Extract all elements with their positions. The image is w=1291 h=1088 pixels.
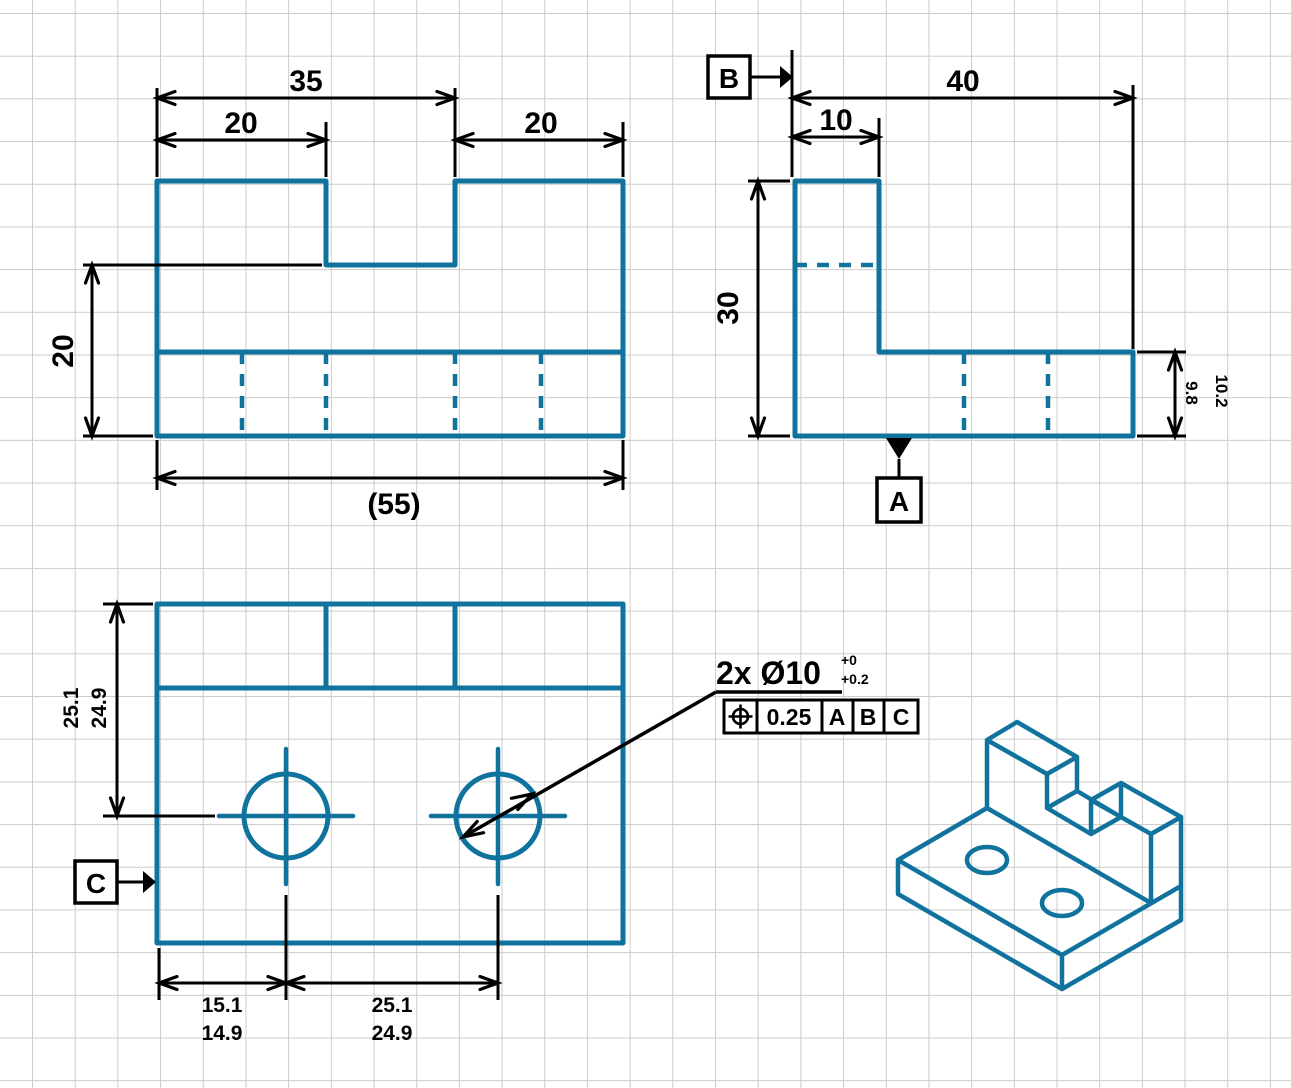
datum-triangle-icon bbox=[780, 66, 793, 88]
callout-label: 2x Ø10 bbox=[716, 655, 821, 691]
side-view-dimensions: 40 10 30 9.8 10.2 bbox=[712, 50, 1231, 441]
top-view-holes bbox=[216, 746, 568, 887]
iso-hole-1 bbox=[964, 844, 1010, 876]
datum-a-box bbox=[875, 476, 923, 524]
callout-tol-lower: +0.2 bbox=[841, 671, 869, 687]
datum-triangle-icon bbox=[886, 438, 912, 459]
fcf-tolerance: 0.25 bbox=[767, 704, 812, 730]
dim-label-top-width: 35 bbox=[289, 65, 322, 98]
front-view-hidden-hole-lines bbox=[239, 352, 544, 436]
callout-leader bbox=[462, 690, 717, 839]
top-view-dimensions: 25.1 24.9 15.1 14.9 25.1 24.9 bbox=[60, 599, 503, 1045]
top-view-outline bbox=[154, 601, 626, 946]
datum-c-label: C bbox=[86, 868, 106, 899]
dim-label-top-right: 20 bbox=[524, 107, 557, 140]
position-symbol-icon bbox=[728, 704, 753, 729]
dim-label-height: 30 bbox=[712, 291, 745, 324]
front-view-outline bbox=[154, 178, 626, 439]
leader-arrow-icon bbox=[458, 819, 486, 840]
front-view: 35 20 20 20 (55) bbox=[47, 65, 628, 521]
dim-label-top-left: 20 bbox=[224, 107, 257, 140]
datum-c: C bbox=[73, 859, 156, 905]
datum-b: B bbox=[706, 54, 793, 100]
dim-label-pitch-upper: 25.1 bbox=[372, 994, 413, 1017]
datum-c-box bbox=[73, 859, 119, 905]
top-view: 25.1 24.9 15.1 14.9 25.1 24.9 C bbox=[60, 599, 626, 1045]
datum-a-label: A bbox=[889, 486, 909, 517]
fcf-datum3-cell bbox=[882, 698, 920, 735]
fcf-datum-3: C bbox=[893, 704, 910, 730]
dim-label-overall-ref: (55) bbox=[367, 488, 420, 521]
datum-b-box bbox=[706, 54, 752, 100]
datum-triangle-icon bbox=[143, 871, 156, 893]
dim-label-depth: 40 bbox=[946, 65, 979, 98]
dim-label-offset-lower: 24.9 bbox=[88, 688, 111, 729]
dim-label-offset-upper: 25.1 bbox=[60, 687, 83, 728]
front-view-dimensions: 35 20 20 20 (55) bbox=[47, 65, 628, 521]
dim-label-x1-upper: 15.1 bbox=[202, 994, 243, 1017]
fcf-datum-1: A bbox=[829, 704, 846, 730]
dim-label-x1-lower: 14.9 bbox=[202, 1022, 243, 1045]
datum-a: A bbox=[875, 438, 923, 524]
feature-control-frame: 0.25 A B C bbox=[722, 698, 920, 735]
datum-b-label: B bbox=[719, 63, 739, 94]
leader-arrow-icon bbox=[509, 791, 537, 812]
side-view-outline bbox=[792, 178, 1136, 439]
dim-label-base-lower: 9.8 bbox=[1182, 381, 1201, 405]
dim-label-pitch-lower: 24.9 bbox=[372, 1022, 413, 1045]
callout-tol-upper: +0 bbox=[841, 652, 857, 668]
fcf-datum-2: B bbox=[860, 704, 877, 730]
side-view: 40 10 30 9.8 10.2 B A bbox=[706, 50, 1231, 524]
isometric-view bbox=[895, 719, 1184, 992]
iso-hole-2 bbox=[1039, 887, 1085, 919]
dim-label-wall: 10 bbox=[819, 104, 852, 137]
hole-callout: 2x Ø10 +0 +0.2 0.25 A B C bbox=[458, 652, 920, 840]
dim-label-height-to-step: 20 bbox=[47, 334, 80, 367]
iso-base-edges bbox=[895, 805, 1184, 992]
iso-wall-edges bbox=[984, 719, 1184, 906]
side-view-hidden-lines bbox=[795, 262, 1051, 436]
fcf-datum1-cell bbox=[820, 698, 855, 735]
dim-label-base-upper: 10.2 bbox=[1212, 374, 1231, 407]
